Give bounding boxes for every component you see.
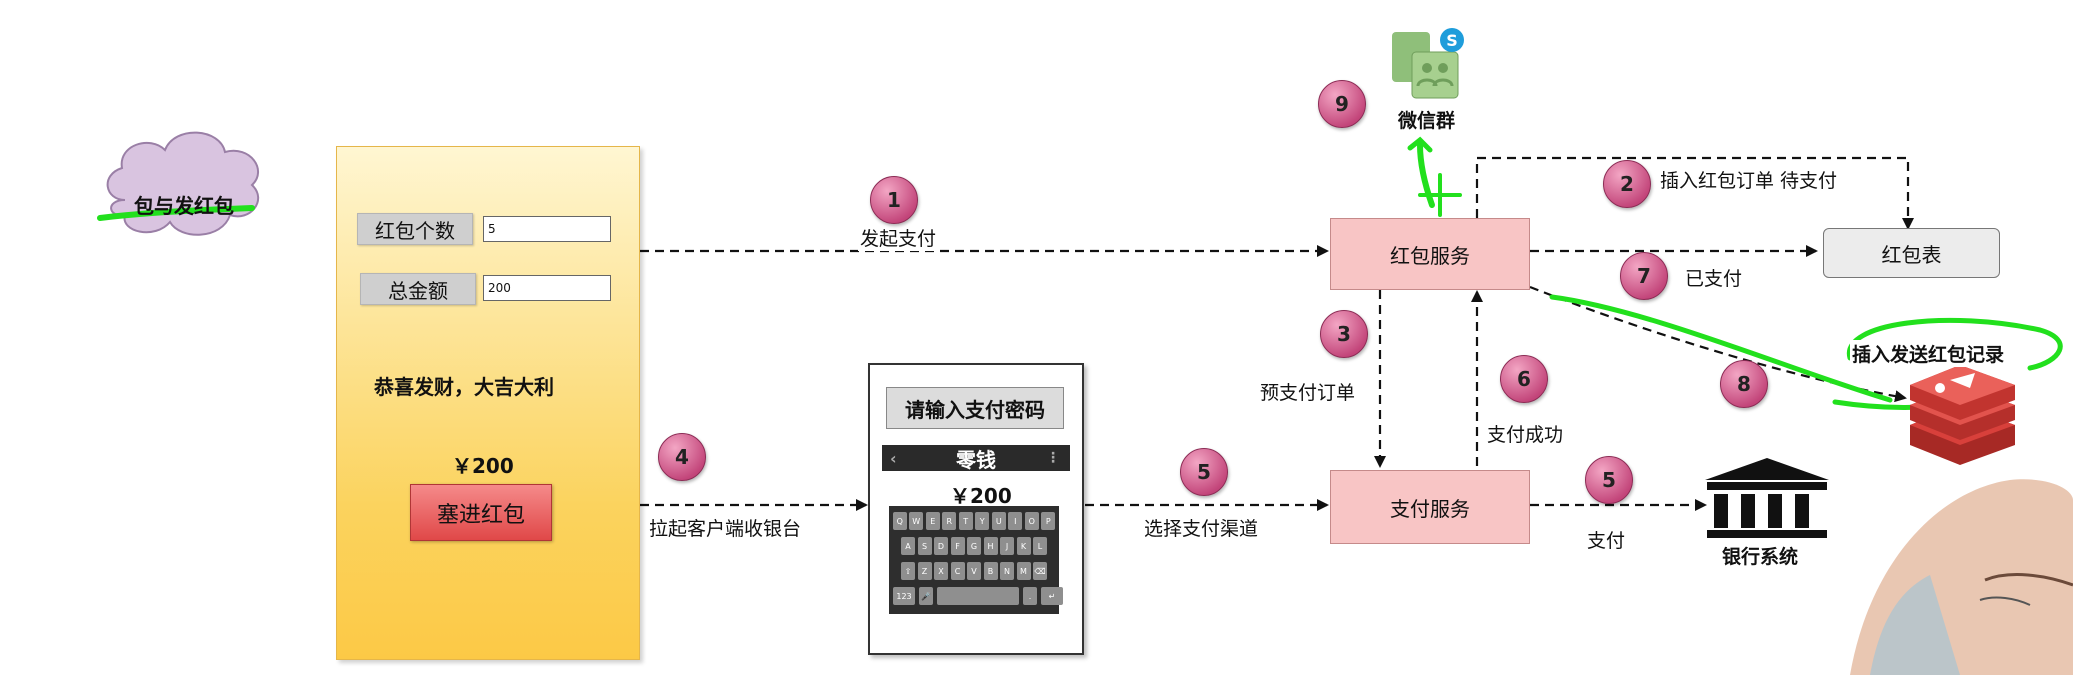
count-label: 红包个数 — [357, 213, 473, 245]
keyboard-key[interactable]: T — [958, 512, 973, 530]
back-icon[interactable]: ‹ — [890, 448, 897, 468]
keyboard-key[interactable]: O — [1024, 512, 1039, 530]
cloud-label: 包与发红包 — [134, 194, 234, 218]
keyboard-key[interactable]: L — [1033, 537, 1047, 555]
keyboard-key[interactable]: P — [1041, 512, 1056, 530]
phone-amount: ￥200 — [950, 484, 1012, 508]
enter-password-button[interactable]: 请输入支付密码 — [886, 387, 1064, 429]
keyboard-key[interactable]: I — [1008, 512, 1023, 530]
bank-system-label: 银行系统 — [1722, 546, 1799, 568]
step-7-circle: 7 — [1620, 252, 1668, 300]
total-input[interactable]: 200 — [483, 275, 611, 301]
keyboard-key[interactable]: 123 — [893, 587, 915, 605]
keyboard-key[interactable]: Y — [975, 512, 990, 530]
edge-label-payment-success: 支付成功 — [1485, 420, 1566, 447]
keyboard-key[interactable]: K — [1016, 537, 1031, 555]
hongbao-service: 红包服务 — [1330, 218, 1530, 290]
edge-label-pay: 支付 — [1585, 526, 1628, 553]
keyboard-key[interactable]: F — [950, 537, 965, 555]
greeting-text: 恭喜发财，大吉大利 — [374, 375, 554, 399]
keyboard-key[interactable]: N — [1000, 562, 1014, 580]
wechat-group-icon — [1392, 32, 1459, 99]
webcam-overlay — [1850, 479, 2073, 675]
edge-label-start-payment: 发起支付 — [858, 224, 939, 251]
count-input[interactable]: 5 — [483, 216, 611, 242]
payment-service: 支付服务 — [1330, 470, 1530, 544]
keyboard-key[interactable]: H — [983, 537, 998, 555]
edge-label-select-channel: 选择支付渠道 — [1142, 514, 1261, 541]
redis-icon — [1910, 365, 2015, 465]
keyboard-key[interactable]: ⌫ — [1033, 562, 1047, 580]
submit-hongbao-button[interactable]: 塞进红包 — [410, 484, 552, 541]
step-6-circle: 6 — [1500, 355, 1548, 403]
cloud-shape — [106, 131, 259, 236]
skype-icon: S — [1440, 28, 1464, 52]
keyboard-key[interactable]: R — [942, 512, 957, 530]
keyboard-key[interactable]: C — [950, 562, 965, 580]
step-4-circle: 4 — [658, 433, 706, 481]
keyboard-key[interactable]: X — [934, 562, 948, 580]
keyboard-key[interactable]: B — [983, 562, 998, 580]
step-1-circle: 1 — [870, 176, 918, 224]
keyboard-key[interactable]: V — [967, 562, 981, 580]
total-label: 总金额 — [360, 273, 476, 305]
bank-icon — [1705, 458, 1829, 538]
redis-record-label: 插入发送红包记录 — [1850, 340, 2007, 367]
wechat-group-label: 微信群 — [1398, 110, 1456, 132]
step-2-circle: 2 — [1603, 160, 1651, 208]
edge-insert-order — [1475, 156, 1914, 230]
svg-text:S: S — [1446, 31, 1458, 50]
keyboard-key[interactable]: S — [917, 537, 932, 555]
keyboard-key[interactable]: 🎤 — [919, 587, 933, 605]
keyboard-key[interactable]: A — [901, 537, 915, 555]
step-8-circle: 8 — [1720, 360, 1768, 408]
edge-label-insert-order: 插入红包订单 待支付 — [1658, 166, 1840, 193]
keyboard-key[interactable]: ⇧ — [901, 562, 915, 580]
keyboard-key[interactable]: ↵ — [1041, 587, 1063, 605]
step-3-circle: 3 — [1320, 310, 1368, 358]
keyboard-key[interactable]: Q — [892, 512, 907, 530]
keyboard-key[interactable]: W — [909, 512, 924, 530]
keyboard-key[interactable]: E — [925, 512, 940, 530]
menu-icon[interactable]: ⋮ — [1046, 450, 1060, 466]
step-9-circle: 9 — [1318, 80, 1366, 128]
keyboard-key[interactable]: J — [1000, 537, 1014, 555]
form-amount: ￥200 — [452, 454, 514, 478]
keyboard-key[interactable]: Z — [917, 562, 932, 580]
edge-label-prepay-order: 预支付订单 — [1258, 378, 1358, 405]
step-5-circle: 5 — [1180, 448, 1228, 496]
keyboard-key[interactable]: M — [1016, 562, 1031, 580]
edge-insert-record — [1529, 285, 1907, 403]
hongbao-table: 红包表 — [1823, 228, 2000, 278]
phone-title: 零钱 — [956, 447, 996, 472]
keyboard-key[interactable]: . — [1023, 587, 1037, 605]
keyboard-key[interactable]: D — [934, 537, 948, 555]
keyboard-key[interactable]: G — [967, 537, 981, 555]
edge-label-launch-cashier: 拉起客户端收银台 — [647, 514, 804, 541]
keyboard-key[interactable] — [937, 587, 1019, 605]
edge-label-paid: 已支付 — [1683, 264, 1745, 291]
keyboard-key[interactable]: U — [991, 512, 1006, 530]
phone-title-bar: ‹ 零钱 ⋮ — [882, 445, 1070, 472]
step-5b-circle: 5 — [1585, 456, 1633, 504]
